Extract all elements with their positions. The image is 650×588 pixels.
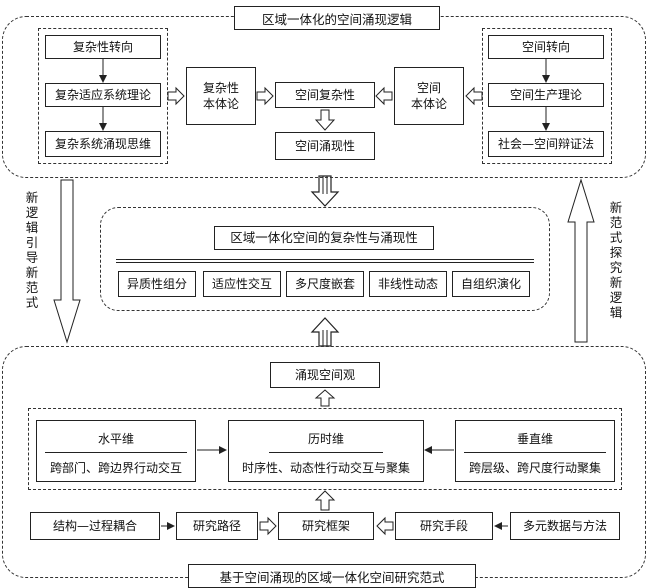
right-item-3: 社会—空间辩证法 — [488, 131, 604, 157]
emergent-space-view: 涌现空间观 — [270, 362, 380, 388]
hollow-arrow-2 — [256, 86, 274, 106]
hollow-arrow-bottom-middle — [310, 317, 340, 347]
vertical-dimension: 垂直维 跨层级、跨尺度行动聚集 — [455, 420, 615, 482]
right-item-1: 空间转向 — [488, 35, 604, 59]
hollow-arrow-4 — [465, 86, 483, 106]
research-means: 研究手段 — [395, 512, 493, 540]
horizontal-dimension: 水平维 跨部门、跨边界行动交互 — [36, 420, 196, 482]
diachronic-dimension: 历时维 时序性、动态性行动交互与聚集 — [228, 420, 424, 482]
hollow-arrow-up-1 — [314, 389, 336, 407]
spatial-emergence: 空间涌现性 — [275, 132, 375, 160]
hollow-arrow-1 — [167, 86, 185, 106]
left-vertical-text: 新逻辑引导新范式 — [25, 190, 39, 310]
hollow-arrow-b3 — [376, 516, 394, 536]
structure-process-coupling: 结构—过程耦合 — [30, 512, 160, 540]
left-item-1: 复杂性转向 — [45, 35, 161, 59]
multi-data-methods: 多元数据与方法 — [510, 512, 620, 540]
left-item-2: 复杂适应系统理论 — [45, 83, 161, 107]
top-section-title: 区域一体化的空间涌现逻辑 — [234, 6, 440, 30]
research-framework: 研究框架 — [278, 512, 374, 540]
right-theory-group — [482, 28, 612, 164]
spatial-complexity: 空间复杂性 — [275, 82, 375, 108]
dimensions-group — [28, 408, 622, 490]
left-item-3: 复杂系统涌现思维 — [45, 131, 161, 157]
complexity-ontology: 复杂性 本体论 — [186, 67, 256, 125]
research-path: 研究路径 — [176, 512, 258, 540]
middle-divider — [116, 259, 534, 263]
horizontal-desc: 跨部门、跨边界行动交互 — [49, 461, 182, 475]
item-adaptive: 适应性交互 — [203, 271, 281, 297]
diachronic-title: 历时维 — [307, 432, 344, 446]
space-ontology: 空间 本体论 — [394, 67, 464, 125]
diachronic-desc: 时序性、动态性行动交互与聚集 — [241, 461, 410, 475]
middle-section-title: 区域一体化空间的复杂性与涌现性 — [214, 226, 434, 250]
item-multiscale: 多尺度嵌套 — [286, 271, 364, 297]
big-up-arrow — [567, 178, 595, 343]
big-down-arrow — [53, 179, 81, 344]
horizontal-title: 水平维 — [97, 432, 134, 446]
bottom-section-title: 基于空间涌现的区域一体化空间研究范式 — [188, 564, 476, 588]
middle-section-frame — [100, 207, 550, 311]
hollow-arrow-b2 — [259, 516, 277, 536]
right-vertical-text: 新范式探究新逻辑 — [609, 200, 623, 320]
item-heterogeneous: 异质性组分 — [118, 271, 196, 297]
vertical-title: 垂直维 — [516, 432, 553, 446]
item-selforganize: 自组织演化 — [452, 271, 530, 297]
hollow-arrow-top-middle — [310, 175, 340, 207]
hollow-arrow-5 — [314, 109, 336, 131]
vertical-desc: 跨层级、跨尺度行动聚集 — [468, 461, 601, 475]
left-theory-group — [38, 28, 168, 164]
hollow-arrow-3 — [375, 86, 393, 106]
hollow-arrow-up-2 — [314, 490, 336, 511]
item-nonlinear: 非线性动态 — [369, 271, 447, 297]
right-item-2: 空间生产理论 — [488, 83, 604, 107]
